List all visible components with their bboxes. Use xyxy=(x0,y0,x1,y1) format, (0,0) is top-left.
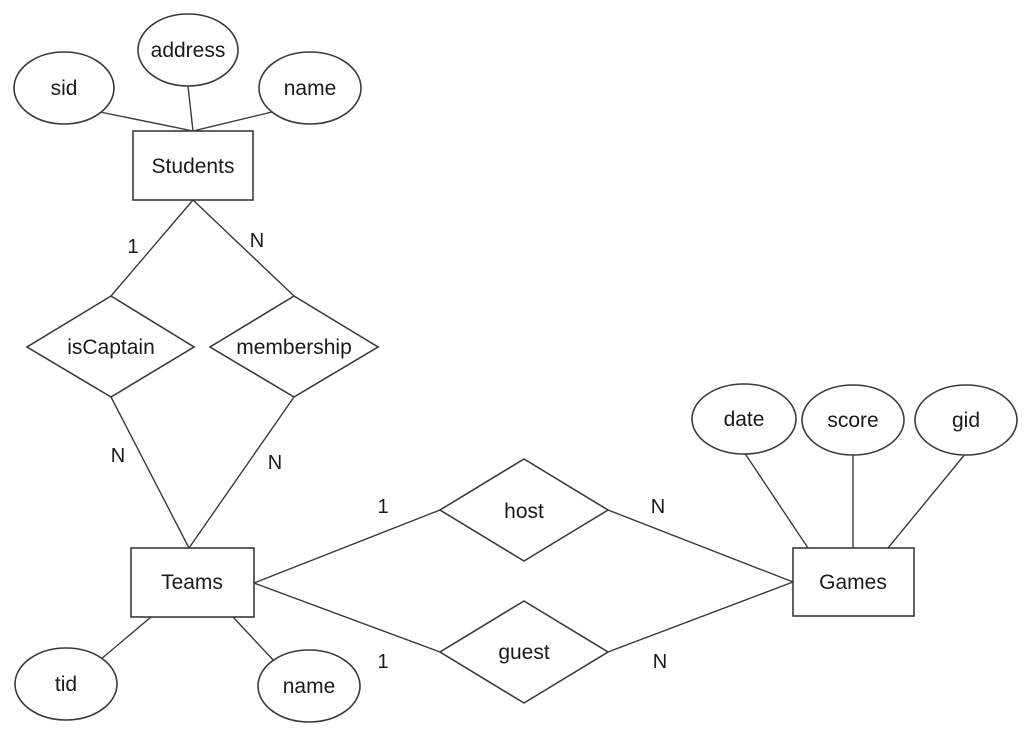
relationship-iscaptain: isCaptain xyxy=(25,295,196,398)
attribute-date: date xyxy=(691,383,797,455)
edge-membership-teams xyxy=(188,396,295,549)
attribute-student-name-label: name xyxy=(284,77,337,100)
cardinality-teams-guest: 1 xyxy=(377,651,388,673)
attribute-date-label: date xyxy=(724,408,765,431)
relationship-membership: membership xyxy=(208,295,380,398)
edge-teams-guest xyxy=(253,582,441,653)
relationship-host-label: host xyxy=(504,500,544,523)
relationship-guest: guest xyxy=(438,600,610,704)
attribute-team-name: name xyxy=(257,649,361,723)
attribute-student-name: name xyxy=(258,51,362,125)
cardinality-teams-host: 1 xyxy=(377,496,388,518)
relationship-guest-label: guest xyxy=(498,641,550,664)
edge-teams-host xyxy=(253,509,441,584)
edge-date-games xyxy=(743,451,809,549)
connectors xyxy=(99,85,967,663)
cardinality-membership-teams: N xyxy=(268,452,282,474)
attribute-team-name-label: name xyxy=(283,675,336,698)
edge-studentname-students xyxy=(192,111,273,132)
edge-sid-students xyxy=(99,111,194,132)
attribute-score: score xyxy=(801,384,905,456)
cardinality-guest-games: N xyxy=(653,651,667,673)
cardinality-iscaptain-teams: N xyxy=(111,445,125,467)
edge-gid-games xyxy=(887,452,967,549)
attribute-tid-label: tid xyxy=(55,673,77,696)
cardinalities: 1 N N N 1 N 1 N xyxy=(111,230,667,673)
relationship-membership-label: membership xyxy=(236,336,352,359)
cardinality-students-membership: N xyxy=(250,230,264,252)
attribute-tid: tid xyxy=(14,647,118,721)
entity-teams-label: Teams xyxy=(161,571,223,594)
cardinality-students-iscaptain: 1 xyxy=(127,236,138,258)
edge-teams-tid xyxy=(99,616,152,661)
entity-games: Games xyxy=(792,547,915,617)
attribute-sid: sid xyxy=(13,51,115,125)
entity-teams: Teams xyxy=(130,547,255,618)
edge-host-games xyxy=(607,509,794,583)
attribute-score-label: score xyxy=(827,409,878,432)
edge-iscaptain-teams xyxy=(110,396,190,549)
edge-students-membership xyxy=(192,199,295,297)
entity-games-label: Games xyxy=(819,571,887,594)
attribute-address-label: address xyxy=(151,39,226,62)
attribute-gid-label: gid xyxy=(952,409,980,432)
cardinality-host-games: N xyxy=(651,496,665,518)
edge-teams-teamname xyxy=(232,616,276,663)
edge-address-students xyxy=(187,85,194,132)
entity-students: Students xyxy=(132,130,254,201)
edge-guest-games xyxy=(607,581,794,653)
relationship-iscaptain-label: isCaptain xyxy=(67,336,155,359)
attribute-address: address xyxy=(137,13,239,87)
attribute-gid: gid xyxy=(914,384,1018,456)
relationship-host: host xyxy=(438,458,610,562)
edge-students-iscaptain xyxy=(110,199,194,297)
attribute-sid-label: sid xyxy=(51,77,78,100)
entity-students-label: Students xyxy=(152,155,235,178)
